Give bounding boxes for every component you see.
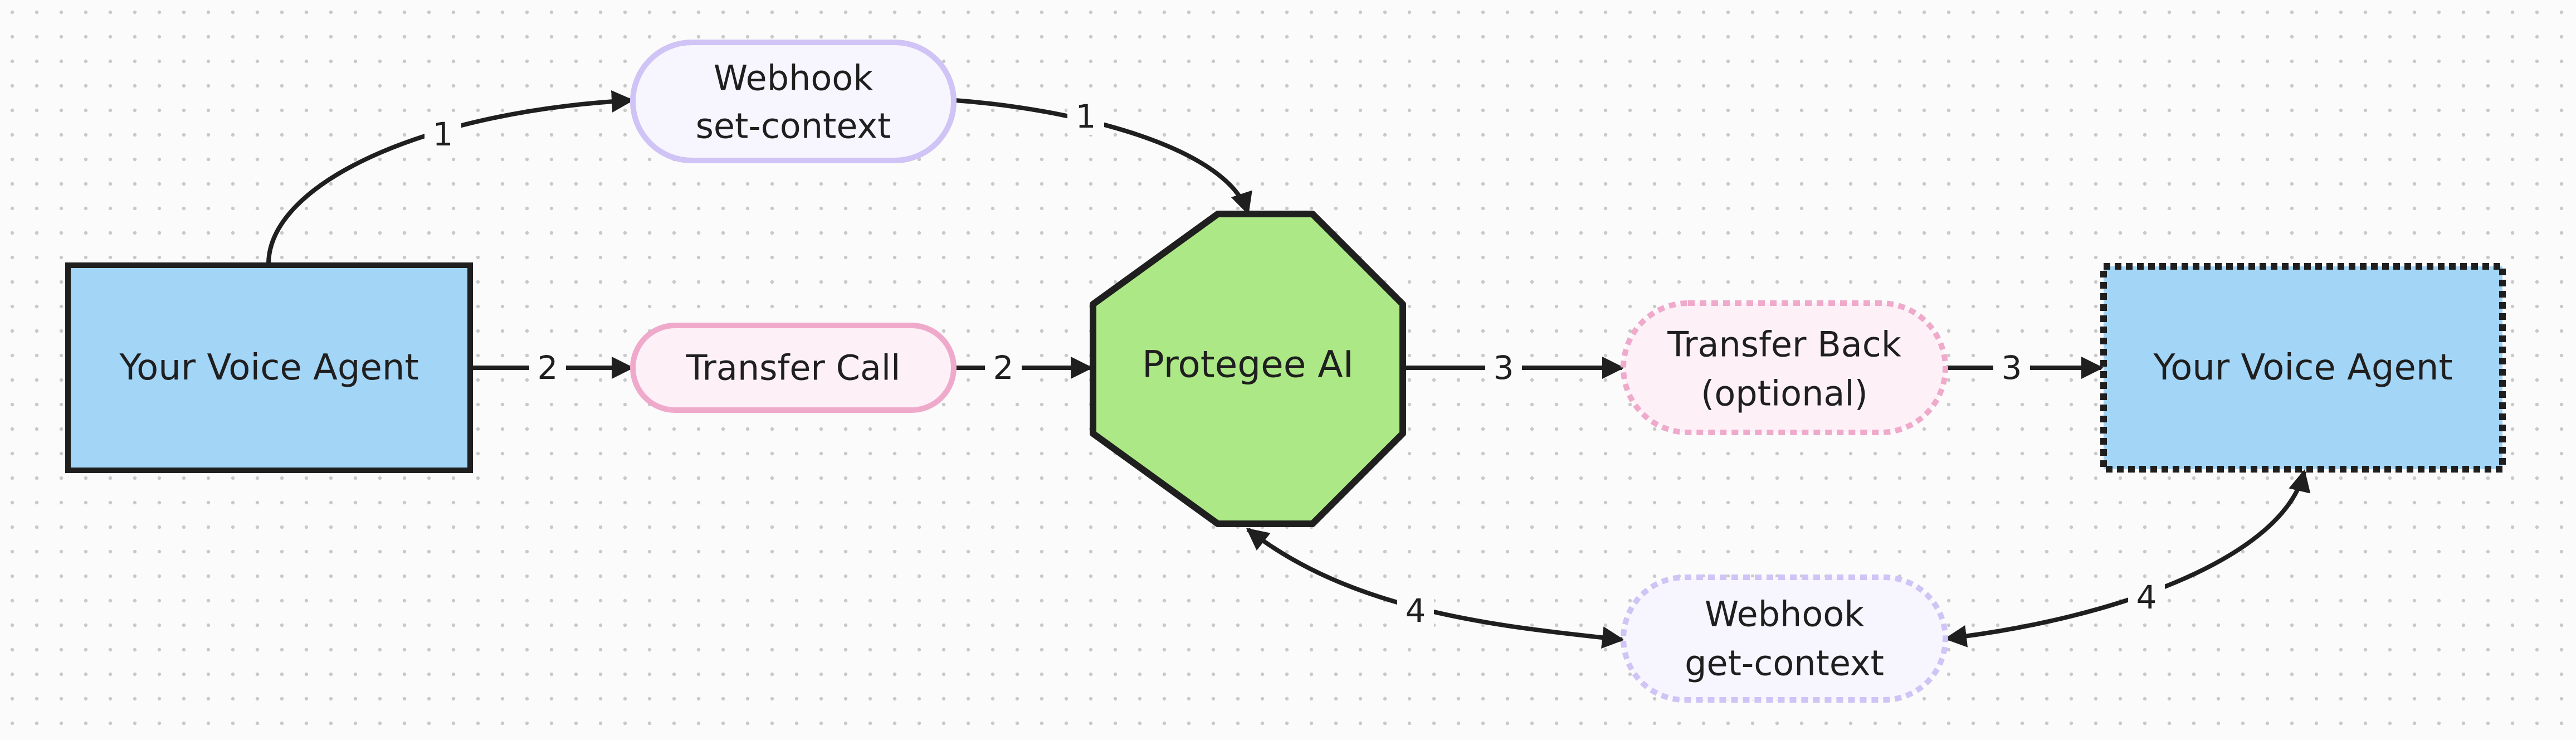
svg-text:4: 4	[2136, 578, 2157, 616]
node-webhook-get-context[interactable]: Webhook get-context	[1621, 575, 1948, 703]
node-protegee-ai[interactable]: Protegee AI	[1090, 211, 1406, 527]
node-webhook-set-line1: Webhook	[714, 58, 873, 99]
svg-text:2: 2	[993, 349, 1014, 387]
node-webhook-get-line1: Webhook	[1705, 594, 1864, 635]
node-transfer-back-line1: Transfer Back	[1667, 324, 1901, 365]
svg-text:1: 1	[433, 115, 453, 153]
node-webhook-get-line2: get-context	[1685, 643, 1884, 684]
node-webhook-set-line2: set-context	[696, 106, 891, 147]
edge-agent-to-webhook-set[interactable]	[266, 90, 634, 265]
edge-label-1a: 1	[425, 115, 461, 153]
edge-label-4b: 4	[2128, 578, 2165, 616]
edge-label-4a: 4	[1397, 592, 1434, 630]
svg-text:2: 2	[538, 349, 558, 387]
edge-label-3b: 3	[1993, 349, 2030, 387]
node-transfer-back-line2: (optional)	[1701, 373, 1868, 414]
node-voice-agent-left-label: Your Voice Agent	[119, 347, 418, 388]
edge-label-2b: 2	[985, 349, 1022, 387]
edge-label-1b: 1	[1067, 98, 1104, 135]
svg-text:3: 3	[1494, 349, 1514, 387]
node-transfer-call-label: Transfer Call	[686, 348, 901, 388]
svg-text:4: 4	[1406, 592, 1426, 630]
node-transfer-call[interactable]: Transfer Call	[630, 323, 957, 413]
svg-text:1: 1	[1076, 98, 1096, 135]
node-protegee-ai-label: Protegee AI	[1142, 343, 1354, 386]
edge-webhook-set-to-protegee[interactable]	[954, 98, 1252, 215]
svg-text:3: 3	[2002, 349, 2022, 387]
edge-label-2a: 2	[529, 349, 566, 387]
edge-webhook-get-to-agent[interactable]	[1944, 469, 2311, 648]
node-voice-agent-right[interactable]: Your Voice Agent	[2100, 263, 2506, 473]
node-voice-agent-right-label: Your Voice Agent	[2153, 347, 2452, 388]
node-voice-agent-left[interactable]: Your Voice Agent	[65, 262, 473, 473]
node-transfer-back[interactable]: Transfer Back (optional)	[1621, 300, 1948, 435]
edge-label-3a: 3	[1485, 349, 1522, 387]
node-webhook-set-context[interactable]: Webhook set-context	[630, 40, 957, 163]
